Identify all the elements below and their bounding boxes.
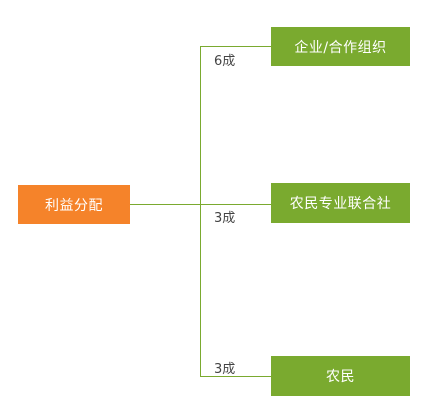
branch-node-label: 农民 — [326, 369, 355, 385]
share-label-farmers: 3成 — [214, 362, 236, 377]
branch-node-enterprise: 企业/合作组织 — [271, 27, 410, 66]
branch-node-farmers: 农民 — [271, 356, 410, 396]
share-label-enterprise: 6成 — [214, 54, 236, 69]
branch-node-label: 企业/合作组织 — [294, 39, 387, 56]
share-label-cooperative: 3成 — [214, 211, 236, 226]
root-node-profit-distribution: 利益分配 — [18, 185, 130, 224]
branch-node-cooperative: 农民专业联合社 — [271, 183, 410, 223]
branch-node-label: 农民专业联合社 — [289, 196, 392, 212]
root-node-label: 利益分配 — [45, 197, 103, 214]
